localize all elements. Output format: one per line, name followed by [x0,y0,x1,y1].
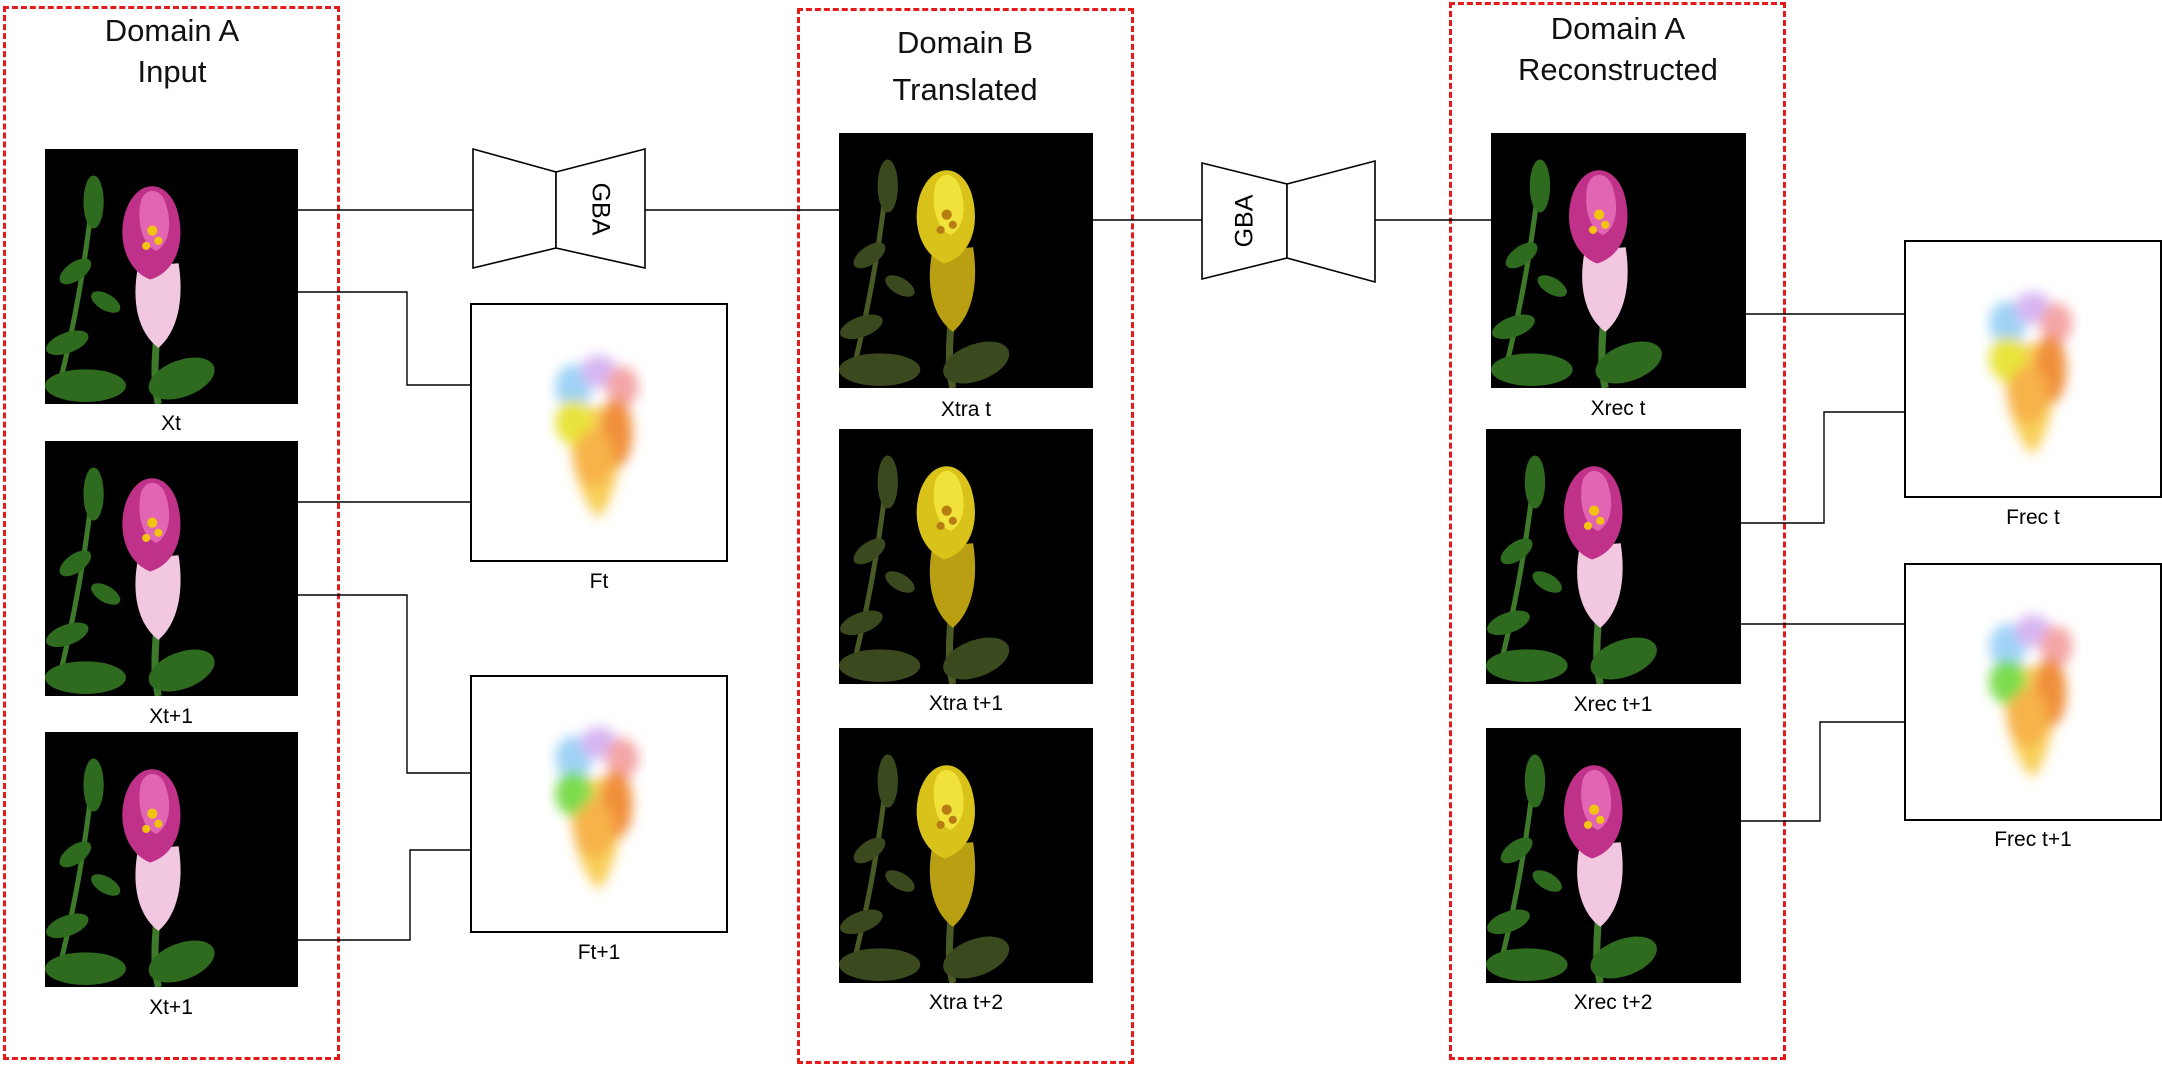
domain-a-reconstructed-box [1449,2,1786,1060]
flow-frec-t1 [1904,563,2162,821]
domain-b-translated-box [797,8,1134,1064]
photo-xtra-t1 [839,429,1093,684]
photo-xt [45,149,298,404]
photo-xrec-t1 [1486,429,1741,684]
generator-gba-2 [1201,159,1376,284]
caption-xt1-a: Xt+1 [149,705,193,728]
generator-gba-2-label: GBA [1231,194,1259,247]
caption-frec-t1: Frec t+1 [1994,828,2072,851]
reconstructed-title-line2: Reconstructed [1518,52,1718,87]
photo-xrec-t [1491,133,1746,388]
flow-ft1 [470,675,728,933]
caption-xt1-b: Xt+1 [149,996,193,1019]
caption-xrec-t2: Xrec t+2 [1573,991,1653,1014]
caption-xtra-t1: Xtra t+1 [928,692,1004,715]
caption-ft: Ft [589,570,609,593]
input-title-line2: Input [137,54,207,89]
flow-ft [470,303,728,562]
reconstructed-title-line1: Domain A [1550,11,1686,46]
caption-xtra-t: Xtra t [940,398,992,421]
caption-xrec-t: Xrec t [1590,397,1646,420]
photo-xt1-a [45,441,298,696]
reconstructed-column-title: Domain A Reconstructed [1503,8,1733,90]
caption-frec-t: Frec t [2006,506,2060,529]
photo-xtra-t2 [839,728,1093,983]
generator-gba-1 [472,147,646,270]
input-column-title: Domain A Input [57,10,287,92]
photo-xtra-t [839,133,1093,388]
caption-xtra-t2: Xtra t+2 [928,991,1004,1014]
input-title-line1: Domain A [104,13,240,48]
generator-gba-1-label: GBA [586,183,614,236]
caption-ft1: Ft+1 [577,941,621,964]
flow-frec-t [1904,240,2162,498]
photo-xt1-b [45,732,298,987]
photo-xrec-t2 [1486,728,1741,983]
translated-title-line1: Domain B [896,25,1034,60]
translated-column-title: Domain B Translated [850,19,1080,113]
caption-xt: Xt [161,412,181,435]
caption-xrec-t1: Xrec t+1 [1573,693,1653,716]
domain-a-input-box [3,6,340,1060]
translated-title-line2: Translated [892,72,1038,107]
